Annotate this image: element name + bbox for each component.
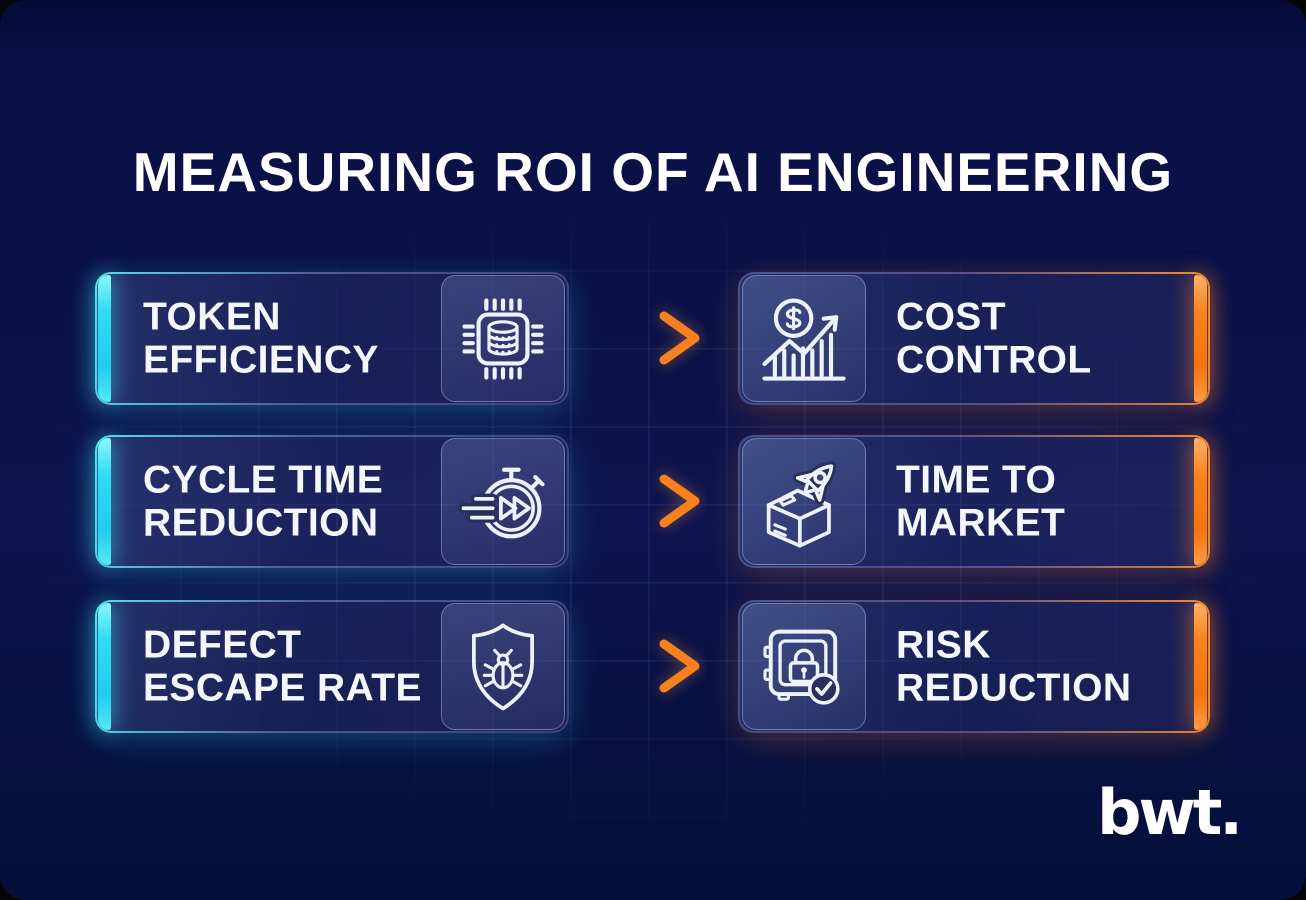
card-label-line2: CONTROL	[896, 338, 1092, 382]
card-label: CYCLE TIME REDUCTION	[143, 458, 383, 545]
card-label-line1: TOKEN	[143, 294, 281, 338]
icon-tile	[441, 438, 565, 565]
orange-edge-bar	[1194, 438, 1207, 565]
flow-arrow	[599, 474, 700, 528]
metric-card-defect-escape-rate: DEFECT ESCAPE RATE	[95, 600, 569, 733]
card-label-line2: MARKET	[896, 501, 1066, 545]
cyan-edge-bar	[98, 275, 111, 402]
icon-tile	[441, 275, 565, 402]
outcome-card-cost-control: COST CONTROL	[738, 272, 1210, 405]
outcome-card-risk-reduction: RISK REDUCTION	[738, 600, 1210, 733]
card-label-line1: COST	[896, 294, 1006, 338]
card-label-line1: RISK	[896, 622, 991, 666]
card-label-line1: DEFECT	[143, 622, 302, 666]
card-label-line2: REDUCTION	[896, 666, 1132, 710]
outcome-card-time-to-market: TIME TO MARKET	[738, 435, 1210, 568]
chip-database-icon	[462, 297, 544, 380]
card-label: TIME TO MARKET	[896, 458, 1065, 545]
flow-arrow	[599, 311, 700, 365]
orange-edge-bar	[1194, 275, 1207, 402]
dollar-growth-chart-icon	[762, 297, 846, 381]
safe-lock-check-icon	[763, 629, 840, 705]
card-label-line1: CYCLE TIME	[143, 457, 384, 501]
page-title: MEASURING ROI OF AI ENGINEERING	[132, 141, 1174, 203]
card-label: DEFECT ESCAPE RATE	[143, 623, 422, 710]
metric-card-token-efficiency: TOKEN EFFICIENCY	[95, 272, 569, 405]
flow-arrow	[599, 639, 700, 693]
bwt-logo: bwt.	[1097, 776, 1243, 849]
shield-bug-icon	[472, 623, 534, 710]
orange-edge-bar	[1194, 603, 1207, 730]
cyan-edge-bar	[98, 603, 111, 730]
card-label-line1: TIME TO	[896, 457, 1057, 501]
metric-card-cycle-time-reduction: CYCLE TIME REDUCTION	[95, 435, 569, 568]
card-label-line2: ESCAPE RATE	[143, 666, 422, 710]
icon-tile	[441, 603, 565, 730]
card-label-line2: EFFICIENCY	[143, 338, 379, 382]
icon-tile	[742, 603, 866, 730]
stopwatch-fast-forward-icon	[458, 467, 545, 538]
icon-tile	[742, 275, 866, 402]
card-label: COST CONTROL	[896, 295, 1092, 382]
card-label: RISK REDUCTION	[896, 623, 1131, 710]
card-label: TOKEN EFFICIENCY	[143, 295, 379, 382]
card-label-line2: REDUCTION	[143, 501, 379, 545]
cyan-edge-bar	[98, 438, 111, 565]
rocket-launch-box-icon	[766, 461, 837, 548]
icon-tile	[742, 438, 866, 565]
